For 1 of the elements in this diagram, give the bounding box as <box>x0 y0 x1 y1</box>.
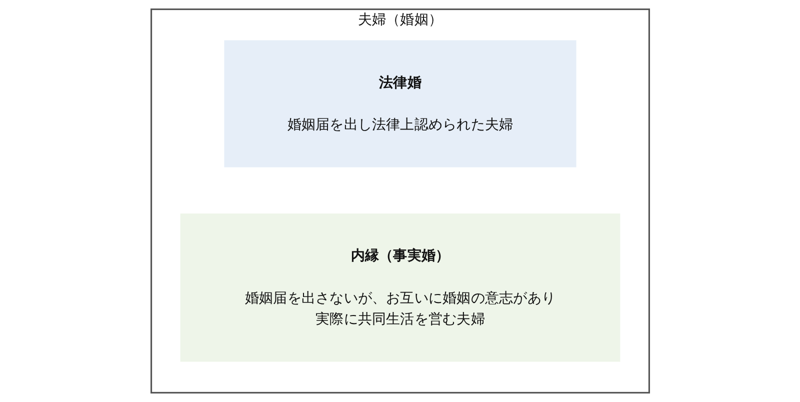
node-box: 法律婚 婚姻届を出し法律上認められた夫婦 <box>224 40 576 168</box>
